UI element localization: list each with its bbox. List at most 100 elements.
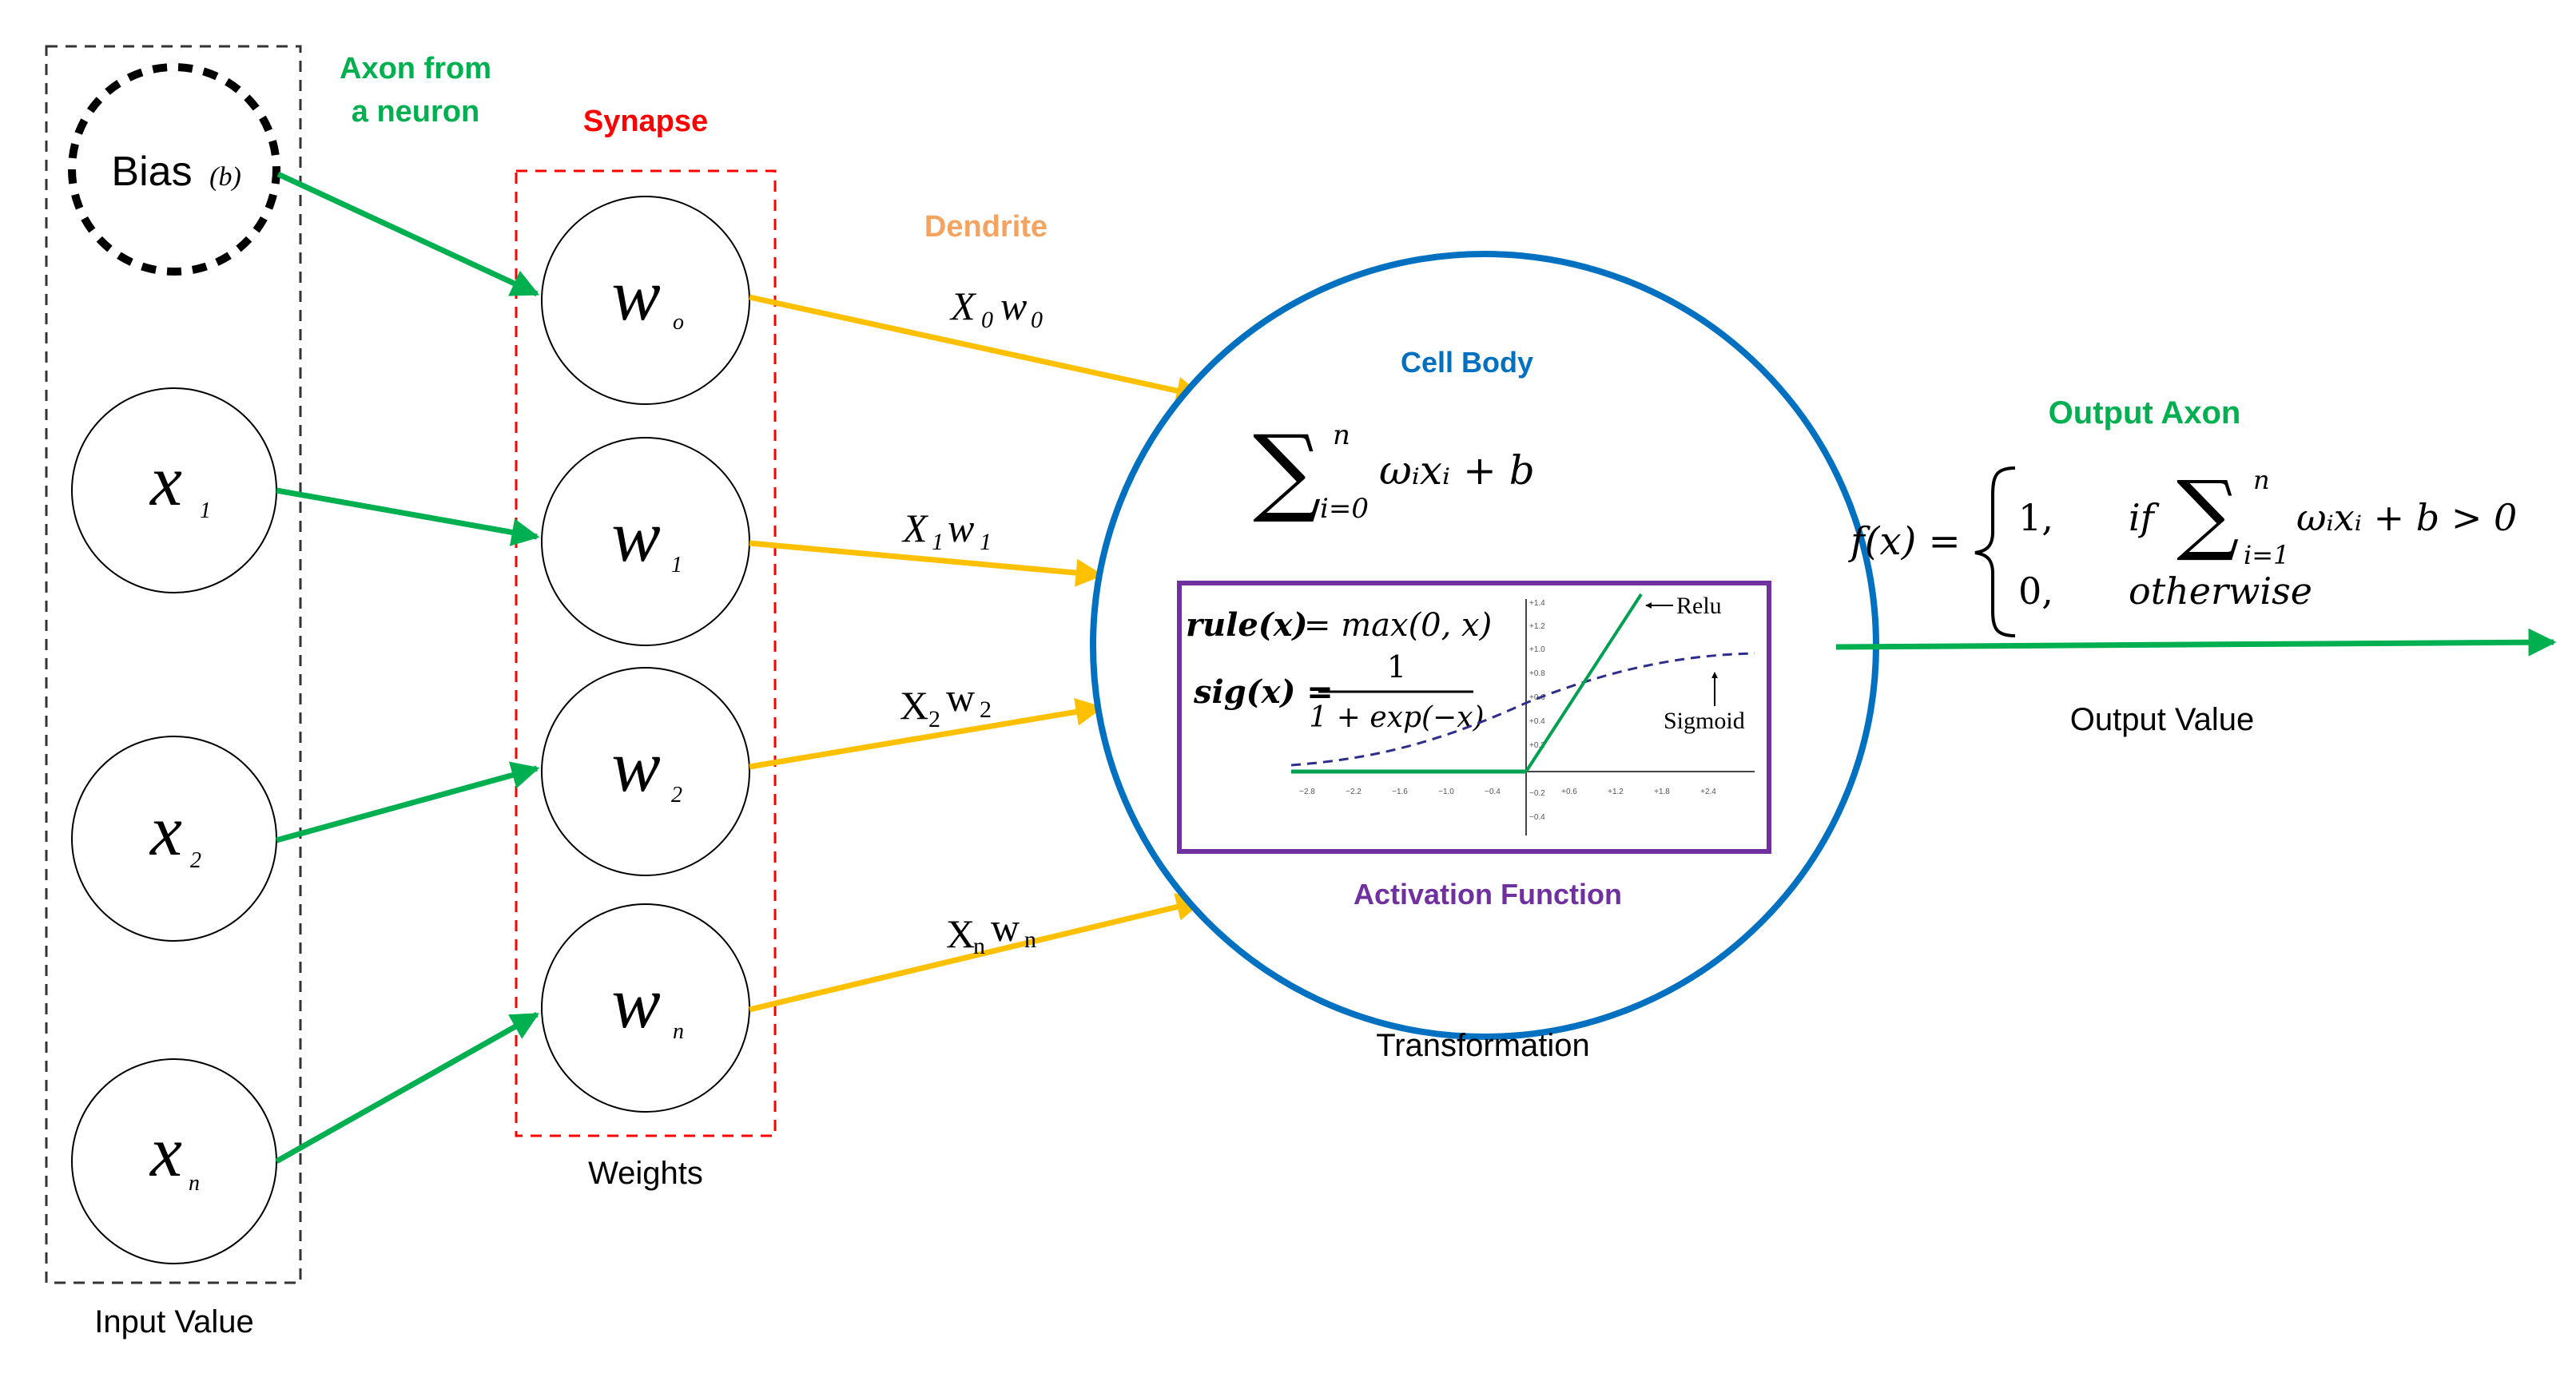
axon-arrow-x2 — [276, 761, 540, 843]
cell-sum-formula: ∑ n i=0 ωᵢxᵢ + b — [1253, 415, 1535, 526]
weights-label: Weights — [588, 1156, 703, 1191]
bias-text: Bias — [111, 149, 192, 195]
plot-y-tick-label: +1.4 — [1529, 599, 1545, 608]
x2w2-xs: 2 — [928, 706, 940, 732]
plot-x-tick-label: +1.2 — [1608, 788, 1624, 796]
plot-x-ticks: −2.8 −2.2 −1.6 −1.0 −0.4 +0.6 +1.2 +1.8 +2.4 — [1299, 788, 1716, 796]
w0-sub: o — [673, 310, 684, 335]
relu-rising-segment — [1525, 593, 1643, 773]
plot-x-tick-label: −2.8 — [1299, 788, 1315, 796]
cell-sum-lower: i=0 — [1320, 493, 1369, 525]
x0w0-xs: 0 — [981, 307, 993, 333]
dendrite-label-x0w0: X 0 w 0 — [949, 284, 1043, 333]
plot-y-tick-label: +0.8 — [1529, 669, 1545, 678]
x2w2-x: X — [900, 683, 928, 728]
w2-sub: 2 — [671, 783, 682, 808]
x0w0-w: w — [1000, 284, 1027, 328]
relu-formula-rhs: = max(0, x) — [1304, 607, 1492, 644]
wn-main: w — [611, 962, 660, 1043]
plot-y-tick-label: +0.4 — [1529, 717, 1545, 726]
output-sum-lower: i=1 — [2244, 540, 2289, 570]
plot-y-tick-label: +0.2 — [1529, 741, 1545, 750]
bias-sub: (b) — [209, 162, 241, 192]
output-sum-symbol: ∑ — [2176, 462, 2240, 564]
sig-formula-den: 1 + exp(−x) — [1309, 701, 1484, 734]
weight-node-w1: w 1 — [541, 437, 750, 646]
output-case1-value: 1, — [2018, 496, 2053, 539]
w1-main: w — [611, 495, 660, 577]
plot-y-tick-label: +1.2 — [1529, 622, 1545, 631]
input-node-bias: Bias (b) — [68, 63, 280, 276]
sigmoid-label: Sigmoid — [1664, 708, 1745, 734]
output-formula-lhs: f(x) = — [1848, 519, 1961, 564]
output-case1-body: ωᵢxᵢ + b > 0 — [2296, 496, 2517, 539]
relu-label: Relu — [1676, 593, 1722, 619]
wn-sub: n — [673, 1019, 684, 1044]
plot-x-tick-label: −1.0 — [1438, 788, 1454, 796]
xnwn-xs: n — [973, 933, 985, 959]
dendrite-arrow-2 — [749, 697, 1104, 770]
transformation-label: Transformation — [1376, 1028, 1590, 1063]
xnwn-x: X — [946, 911, 975, 956]
sigmoid-curve — [1290, 652, 1755, 767]
plot-x-tick-label: +1.8 — [1654, 788, 1670, 796]
output-axon-label: Output Axon — [2049, 395, 2241, 431]
weight-node-wn: w n — [541, 903, 750, 1113]
output-case2-cond: otherwise — [2129, 569, 2312, 613]
sigmoid-formula: sig(x) = 1 1 + exp(−x) — [1193, 649, 1485, 734]
dendrite-label-xnwn: X n w n — [946, 905, 1036, 959]
dendrite-label: Dendrite — [924, 210, 1047, 244]
axon-from-neuron-label-line2: a neuron — [352, 95, 479, 129]
x1w1-w: w — [948, 506, 974, 550]
plot-y-tick-label: −0.4 — [1529, 813, 1545, 822]
output-axon-arrow — [1835, 628, 2557, 657]
synapse-label: Synapse — [583, 105, 708, 138]
dendrite-arrow-1 — [749, 540, 1104, 587]
plot-y-tick-label: +1.0 — [1529, 645, 1545, 654]
sig-formula-num: 1 — [1387, 649, 1406, 685]
xnwn-ws: n — [1024, 927, 1036, 953]
w0-main: w — [611, 254, 660, 335]
synapse-box — [515, 169, 777, 1137]
output-case2-value: 0, — [2018, 569, 2053, 613]
cell-body-label: Cell Body — [1401, 346, 1533, 379]
x1w1-x: X — [901, 506, 929, 550]
x2w2-w: w — [946, 675, 975, 720]
activation-function-label: Activation Function — [1354, 878, 1622, 911]
x1w1-ws: 1 — [980, 529, 992, 555]
plot-x-tick-label: −1.6 — [1392, 788, 1408, 796]
axon-arrow-x1 — [276, 487, 540, 546]
w2-main: w — [611, 725, 660, 807]
weight-node-w0: w o — [541, 196, 750, 405]
x1-main: x — [149, 442, 182, 521]
relu-formula: rule(x) = max(0, x) — [1186, 606, 1492, 644]
x1w1-xs: 1 — [932, 529, 944, 555]
w1-sub: 1 — [671, 553, 682, 577]
dendrite-arrow-n — [749, 893, 1205, 1013]
xnwn-w: w — [991, 905, 1020, 950]
x2-main: x — [149, 792, 182, 871]
xn-sub: n — [189, 1171, 200, 1196]
input-node-xn: x n — [71, 1058, 277, 1264]
axon-arrow-bias — [276, 171, 540, 297]
x2w2-ws: 2 — [980, 696, 992, 723]
plot-x-tick-label: −2.2 — [1346, 788, 1362, 796]
output-formula: f(x) = 1, if ∑ n i=1 ωᵢxᵢ + b > 0 0, oth… — [1848, 462, 2517, 637]
cell-sum-body: ωᵢxᵢ + b — [1379, 447, 1535, 494]
x2-sub: 2 — [190, 848, 201, 873]
dendrite-label-x1w1: X 1 w 1 — [901, 506, 992, 555]
output-case1-cond: if — [2129, 496, 2160, 539]
dendrite-label-x2w2: X 2 w 2 — [900, 675, 992, 732]
activation-plot: +1.4 +1.2 +1.0 +0.8 +0.6 +0.4 +0.2 −0.2 −0.4 −2.… — [1290, 593, 1755, 835]
plot-x-tick-label: −0.4 — [1485, 788, 1501, 796]
plot-x-tick-label: +0.6 — [1561, 788, 1577, 796]
xn-main: x — [149, 1113, 182, 1192]
plot-y-tick-label: −0.2 — [1529, 789, 1545, 798]
input-node-x2: x 2 — [71, 736, 277, 942]
x0w0-ws: 0 — [1031, 307, 1043, 333]
plot-x-tick-label: +2.4 — [1700, 788, 1716, 796]
axon-from-neuron-label-line1: Axon from — [340, 52, 491, 85]
input-node-x1: x 1 — [71, 387, 277, 593]
output-formula-brace — [1974, 466, 2016, 637]
